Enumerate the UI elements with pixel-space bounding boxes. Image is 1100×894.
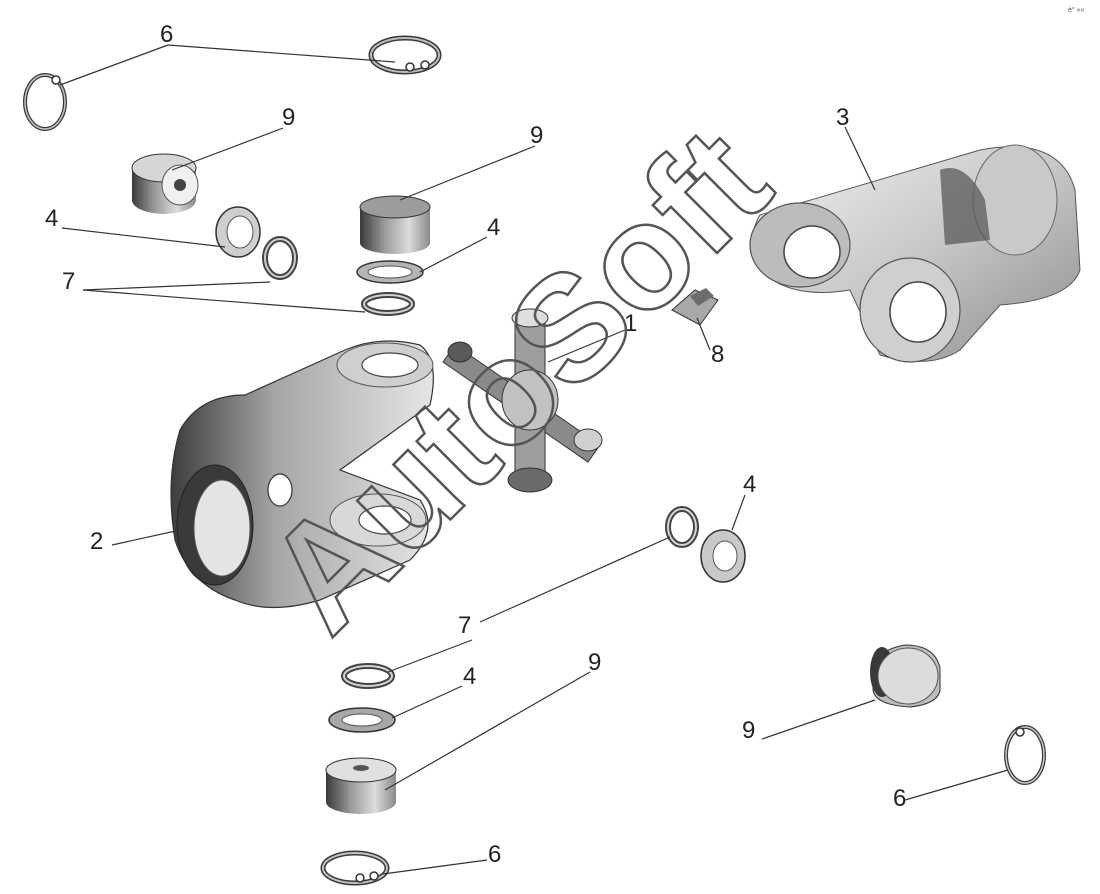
circlip-top-right (368, 35, 442, 75)
callout-8: 8 (711, 341, 724, 368)
seal-washer-upper-center (356, 260, 424, 284)
seal-washer-right (700, 529, 746, 583)
callout-9-upper-center: 9 (530, 122, 543, 149)
callout-4-upper-center: 4 (487, 214, 500, 241)
bearing-cup-upper-center (359, 195, 431, 254)
spider-cross-part-1 (442, 308, 603, 493)
bearing-cup-lower-right (870, 644, 941, 708)
callout-6-top: 6 (160, 21, 173, 48)
seal-washer-lower (328, 707, 396, 733)
callout-9-upper-left: 9 (282, 104, 295, 131)
callout-1: 1 (624, 310, 637, 337)
seal-ring-upper-center (361, 292, 415, 316)
callout-9-lower: 9 (588, 649, 601, 676)
corner-mark: é° «« (1068, 6, 1085, 14)
seal-washer-upper-left (215, 206, 261, 258)
callout-4-upper-left: 4 (45, 205, 58, 232)
circlip-bottom-right (1004, 725, 1046, 785)
yoke-part-2 (170, 340, 434, 609)
callout-4-lower: 4 (463, 663, 476, 690)
callout-labels: 6 9 9 3 4 4 7 1 8 4 2 7 9 4 9 6 6 (45, 21, 906, 868)
callout-3: 3 (836, 104, 849, 131)
yoke-part-3 (749, 144, 1081, 363)
callout-7-upper: 7 (62, 268, 75, 295)
callout-4-right: 4 (743, 471, 756, 498)
circlip-bottom (320, 850, 390, 886)
grease-nipple-part-8 (671, 288, 719, 326)
callout-6-lower-right: 6 (893, 785, 906, 812)
callout-9-lower-right: 9 (742, 717, 755, 744)
bearing-cup-upper-left (131, 153, 199, 214)
callout-6-bottom: 6 (488, 841, 501, 868)
circlip-top-left (23, 73, 67, 131)
callout-7-lower: 7 (458, 612, 471, 639)
seal-ring-lower (341, 663, 395, 689)
callout-2: 2 (90, 528, 103, 555)
seal-ring-right (665, 506, 699, 548)
bearing-cup-lower (325, 757, 397, 814)
leader-lines (59, 44, 1009, 875)
seal-ring-upper-left (262, 236, 298, 280)
